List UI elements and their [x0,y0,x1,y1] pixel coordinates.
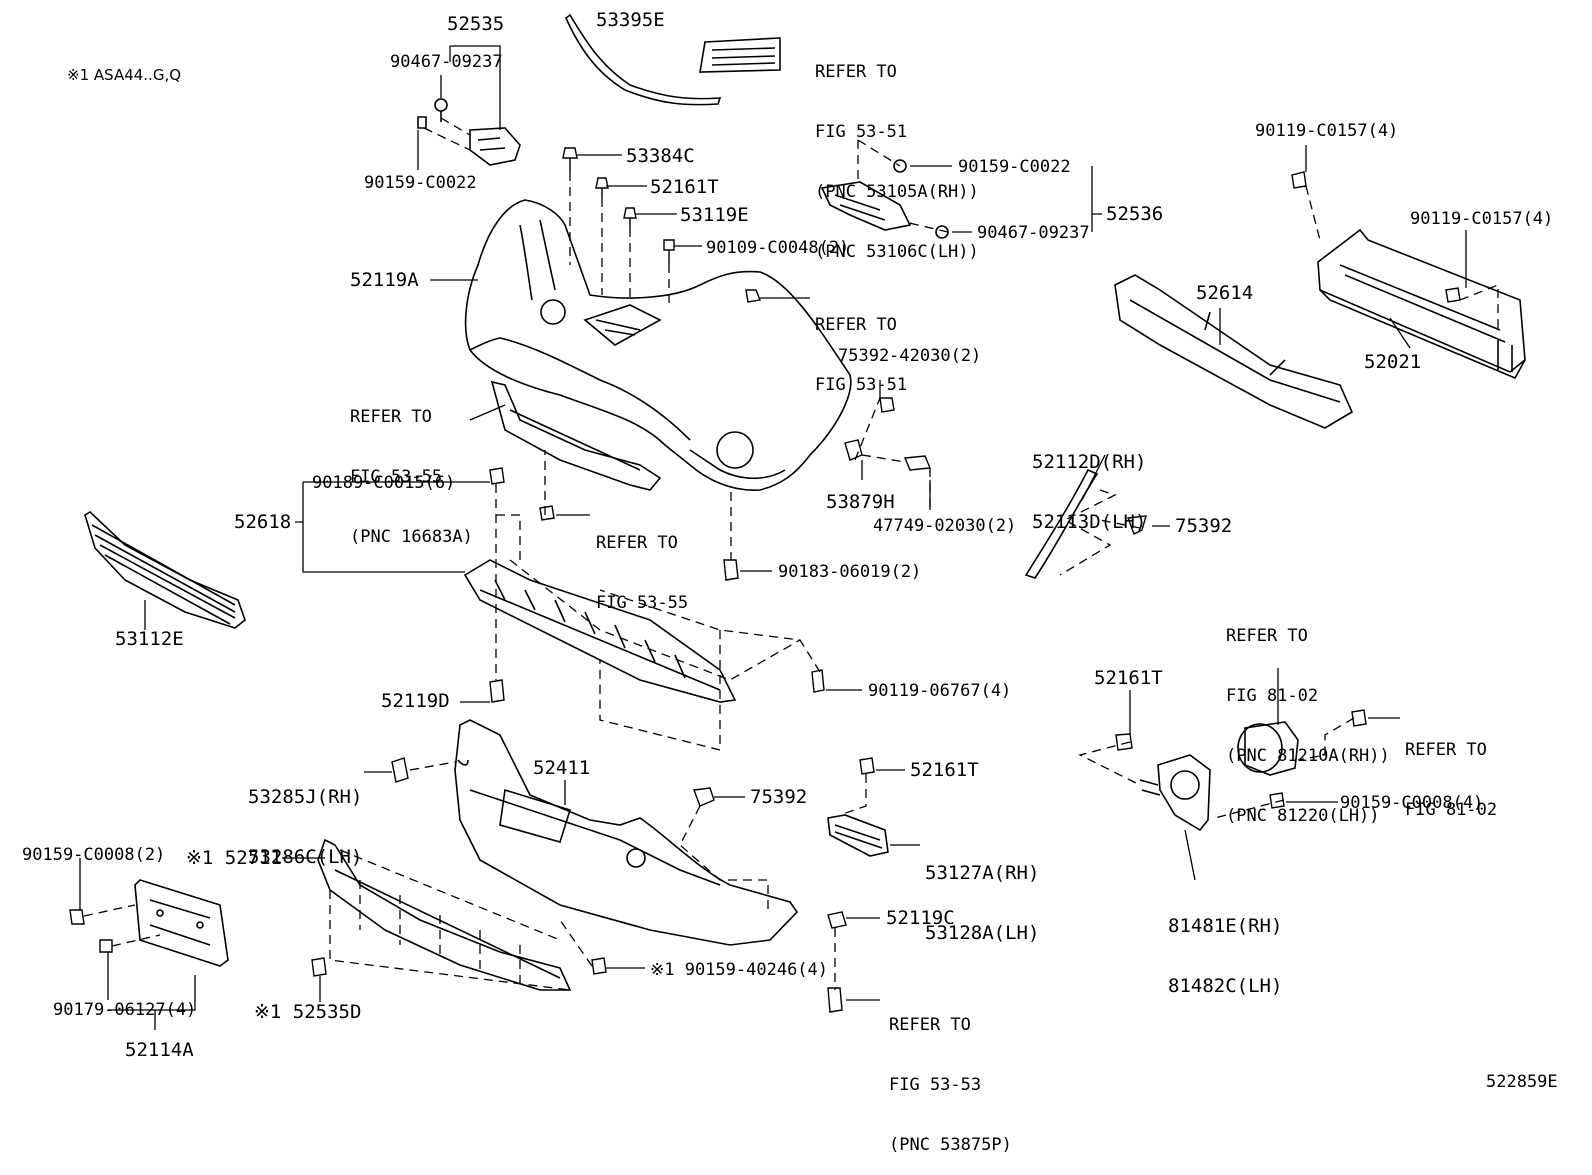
part-90189-label: 90189-C0015(6) [312,473,456,493]
part-52535D-label: ※1 52535D [254,1001,362,1023]
grille-support [490,380,662,491]
molding-53395E [565,13,722,106]
lower-grille-52618 [463,559,737,703]
part-75392-42030-label: 75392-42030(2) [838,346,982,366]
part-81481E-label: 81481E(RH) 81482C(LH) [1168,915,1283,997]
part-52711-label: ※1 52711 [186,847,282,869]
part-90119-C0157-top-label: 90119-C0157(4) [1255,121,1399,141]
grille-53112E [84,511,246,629]
refer-fig-81-02-lamp: REFER TO FIG 81-02 (PNC 81210A(RH)) (PNC… [1226,626,1390,826]
part-90159-C0008-right-label: 90159-C0008(4) [1340,793,1484,813]
part-52161T-low-label: 52161T [910,759,979,781]
part-52618-label: 52618 [234,511,292,533]
part-90179-label: 90179-06127(4) [53,1000,197,1020]
part-75392-right-label: 75392 [1175,515,1233,537]
part-90119-C0157-mid-label: 90119-C0157(4) [1410,209,1554,229]
part-90159-C0022-top-label: 90159-C0022 [364,173,477,193]
license-bracket-52114A [134,879,229,967]
part-90159-C0008-left-label: 90159-C0008(2) [22,845,166,865]
fog-cover-53127A [827,814,889,857]
refer-fig-53-53: REFER TO FIG 53-53 (PNC 53875P) [889,1015,1012,1155]
applicability-note: ※1 ASA44..G,Q [67,66,182,84]
part-47749-label: 47749-02030(2) [873,516,1017,536]
part-90183-label: 90183-06019(2) [778,562,922,582]
absorber-52614 [1114,274,1354,429]
grille-insert [699,37,781,73]
part-90159-C0022-right-label: 90159-C0022 [958,157,1071,177]
assembly-lines [83,117,1499,991]
fasteners [69,147,1461,1013]
part-52021-label: 52021 [1364,351,1422,373]
part-53395E-label: 53395E [596,9,665,31]
part-90159-40246-label: ※1 90159-40246(4) [650,960,829,980]
bracket-52535 [417,98,521,166]
reinforcement-52021 [1317,228,1526,380]
part-52119D-label: 52119D [381,690,450,712]
part-90467-09237-top-label: 90467-09237 [390,52,503,72]
fog-bracket-81481E [1139,754,1211,832]
part-53384C-label: 53384C [626,145,695,167]
part-53127A-label: 53127A(RH) 53128A(LH) [925,862,1040,944]
part-52535-label: 52535 [447,13,505,35]
refer-fig-53-55-bottom: REFER TO FIG 53-55 [596,533,689,613]
refer-fig-53-55-top: REFER TO FIG 53-55 (PNC 16683A) [350,407,473,547]
refer-grille-insert: REFER TO FIG 53-51 (PNC 53105A(RH)) (PNC… [815,62,979,262]
part-52161T-mid-label: 52161T [1094,667,1163,689]
refer-fig-81-02-bolt: REFER TO FIG 81-02 [1405,740,1498,820]
bumper-cover-lower [454,719,799,946]
part-90109-label: 90109-C0048(2) [706,238,850,258]
part-52112D-label: 52112D(RH) 52113D(LH) [1032,451,1147,533]
bumper-cover-upper [464,199,852,491]
part-52119A-label: 52119A [350,269,419,291]
fog-lamp [1237,721,1299,776]
leader-lines [79,45,1467,1030]
part-52119C-label: 52119C [886,907,955,929]
part-75392-low-label: 75392 [750,786,808,808]
parts-diagram [69,13,1526,1030]
part-53879H-label: 53879H [826,491,895,513]
part-53285J-label: 53285J(RH) 53286C(LH) [248,786,363,868]
part-90119-06767-label: 90119-06767(4) [868,681,1012,701]
part-53119E-label: 53119E [680,204,749,226]
refer-fig-53-51: REFER TO FIG 53-51 [815,315,908,395]
diagram-id: 522859E [1486,1072,1558,1092]
part-52536-label: 52536 [1106,203,1164,225]
part-53112E-label: 53112E [115,628,184,650]
part-52114A-label: 52114A [125,1039,194,1061]
part-90467-09237-right-label: 90467-09237 [977,223,1090,243]
part-52161T-top-label: 52161T [650,176,719,198]
part-52614-label: 52614 [1196,282,1254,304]
part-52411-label: 52411 [533,757,591,779]
